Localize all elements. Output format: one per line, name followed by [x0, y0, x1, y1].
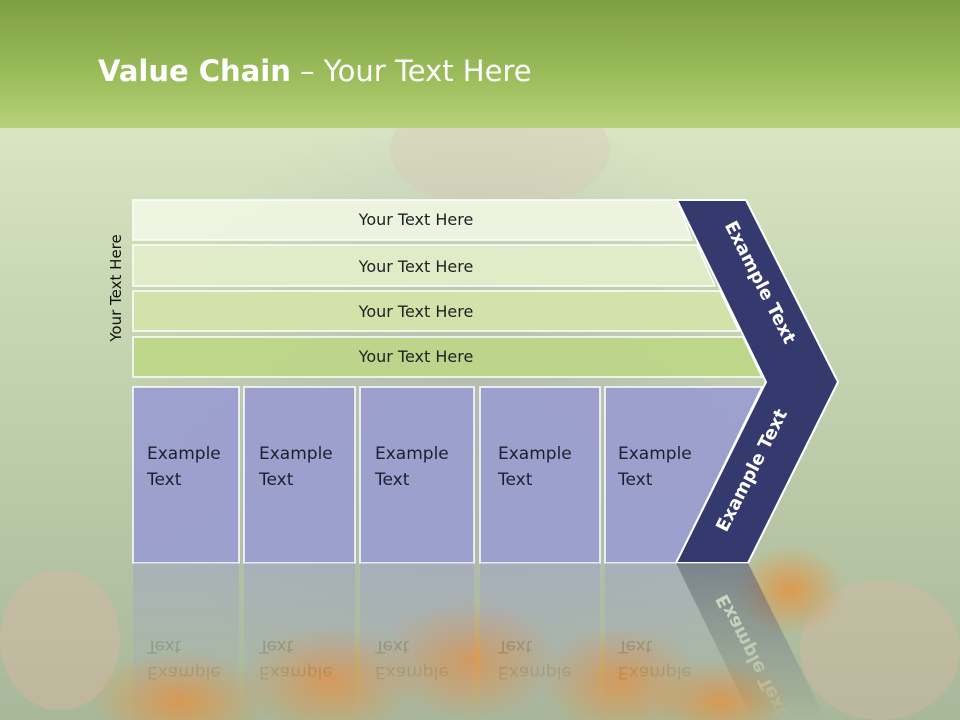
- reflection-text-3b: Text: [374, 636, 410, 656]
- reflection-text-5: Example: [618, 662, 692, 682]
- support-bar-3-label: Your Text Here: [358, 302, 474, 321]
- reflection-text-3: Example: [375, 662, 449, 682]
- activity-cell-5: Example Text: [604, 386, 764, 564]
- diagram-reflection: Example Text Example Text Example Text E…: [133, 563, 827, 720]
- reflection-text-5b: Text: [617, 636, 653, 656]
- svg-text:Example: Example: [375, 444, 449, 464]
- reflection-text-2: Example: [259, 662, 333, 682]
- activity-cell-3: Example Text: [359, 386, 475, 564]
- svg-text:Example: Example: [147, 444, 221, 464]
- activity-cell-3-line2: Text: [374, 470, 410, 490]
- support-bar-4-label: Your Text Here: [358, 347, 474, 366]
- activity-cell-4-line1: Example: [498, 444, 572, 464]
- svg-text:Example: Example: [618, 444, 692, 464]
- reflection-text-4: Example: [498, 662, 572, 682]
- reflection-text-1b: Text: [146, 636, 182, 656]
- reflection-text-2b: Text: [258, 636, 294, 656]
- activity-cell-1-line1: Example: [147, 444, 221, 464]
- reflection-text-4b: Text: [497, 636, 533, 656]
- activity-cell-1-line2: Text: [146, 470, 182, 490]
- title-bold: Value Chain: [98, 54, 291, 88]
- svg-text:Text: Text: [617, 470, 653, 490]
- svg-text:Text: Text: [258, 470, 294, 490]
- activity-cell-5-line2: Text: [617, 470, 653, 490]
- activity-cell-4: Example Text: [479, 386, 601, 564]
- svg-text:Text: Text: [374, 470, 410, 490]
- activity-cell-2-line1: Example: [259, 444, 333, 464]
- svg-text:Example: Example: [259, 444, 333, 464]
- support-bar-1: Your Text Here: [132, 199, 694, 241]
- support-bar-3: Your Text Here: [132, 290, 741, 332]
- activity-cell-4-line2: Text: [497, 470, 533, 490]
- support-bar-2-label: Your Text Here: [358, 257, 474, 276]
- title-rest: – Your Text Here: [290, 54, 532, 88]
- svg-text:Text: Text: [146, 470, 182, 490]
- svg-text:Text: Text: [497, 470, 533, 490]
- svg-text:Example: Example: [498, 444, 572, 464]
- support-bar-1-label: Your Text Here: [358, 210, 474, 229]
- page-title: Value Chain – Your Text Here: [98, 54, 532, 88]
- support-bar-2: Your Text Here: [132, 244, 717, 287]
- reflection-text-1: Example: [147, 662, 221, 682]
- activity-cell-1: Example Text: [132, 386, 240, 564]
- activity-cell-5-line1: Example: [618, 444, 692, 464]
- support-bar-4: Your Text Here: [132, 336, 764, 378]
- activity-cell-3-line1: Example: [375, 444, 449, 464]
- activity-cell-2: Example Text: [243, 386, 356, 564]
- activity-cell-2-line2: Text: [258, 470, 294, 490]
